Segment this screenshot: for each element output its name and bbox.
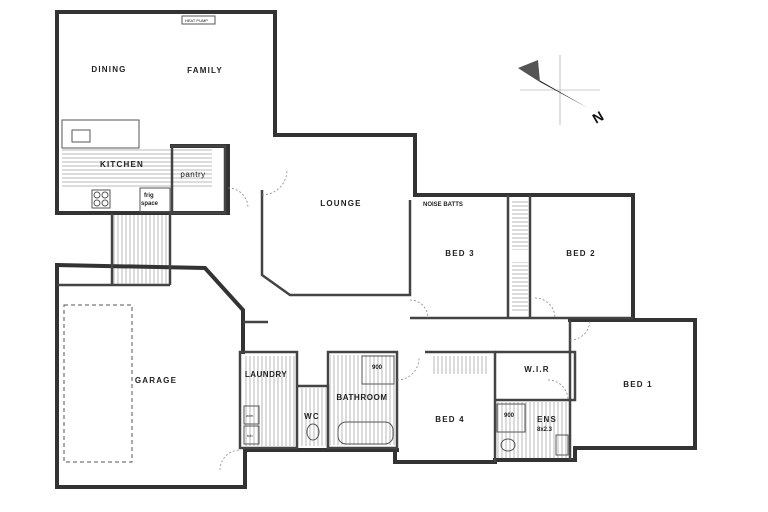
toilet-icon: [500, 438, 516, 452]
heat-pump: [181, 15, 216, 25]
label-bathroom: BATHROOM: [336, 393, 387, 402]
north-arrow-icon: N: [518, 55, 606, 127]
shower-icon: [496, 403, 526, 433]
toilet-icon: [306, 423, 320, 441]
basin-icon: [555, 434, 569, 456]
label-garage: GARAGE: [135, 376, 177, 385]
tub-icon: [243, 425, 260, 445]
label-bed1: BED 1: [623, 380, 653, 389]
label-shower-size-ens: 900: [504, 413, 515, 419]
kitchen-bench: [62, 148, 212, 188]
label-frig-space: space: [141, 201, 159, 207]
garage-parking: [63, 304, 133, 463]
label-heat-pump: HEAT PUMP: [185, 18, 208, 23]
shower-icon: [361, 355, 395, 385]
label-bed3: BED 3: [445, 249, 475, 258]
label-ens: ENS: [537, 415, 557, 424]
laundry-floor: [243, 356, 295, 446]
label-laundry: LAUNDRY: [245, 370, 287, 379]
label-shower-size: 900: [372, 365, 383, 371]
label-frig: frig: [144, 193, 154, 199]
deck: [112, 215, 170, 285]
interior-walls: [57, 144, 633, 462]
label-kitchen: KITCHEN: [100, 160, 144, 169]
label-wm: w/m: [246, 413, 254, 418]
door-swings: [219, 169, 591, 471]
washing-machine-icon: [243, 405, 260, 425]
cooktop-icon: [91, 189, 111, 209]
bed4-wardrobe: [432, 356, 487, 374]
label-ens-size: 8x2.3: [537, 427, 553, 433]
label-dining: DINING: [91, 65, 126, 74]
bathtub-icon: [337, 421, 394, 445]
north-label: N: [590, 108, 607, 127]
label-bed2: BED 2: [566, 249, 596, 258]
label-tub: tub: [247, 433, 253, 438]
wc-floor: [300, 388, 326, 446]
bed2-wardrobe: [512, 200, 528, 250]
bed3-wardrobe: [512, 262, 528, 312]
ensuite-floor: [497, 402, 570, 458]
sink-icon: [71, 129, 91, 143]
fixtures: [61, 15, 569, 463]
label-family: FAMILY: [187, 66, 223, 75]
label-wir: W.I.R: [524, 365, 550, 374]
label-lounge: LOUNGE: [320, 199, 361, 208]
label-noise-batts: NOISE BATTS: [423, 202, 463, 208]
label-bed4: BED 4: [435, 415, 465, 424]
label-wc: WC: [304, 412, 320, 421]
label-pantry: pantry: [180, 170, 205, 179]
